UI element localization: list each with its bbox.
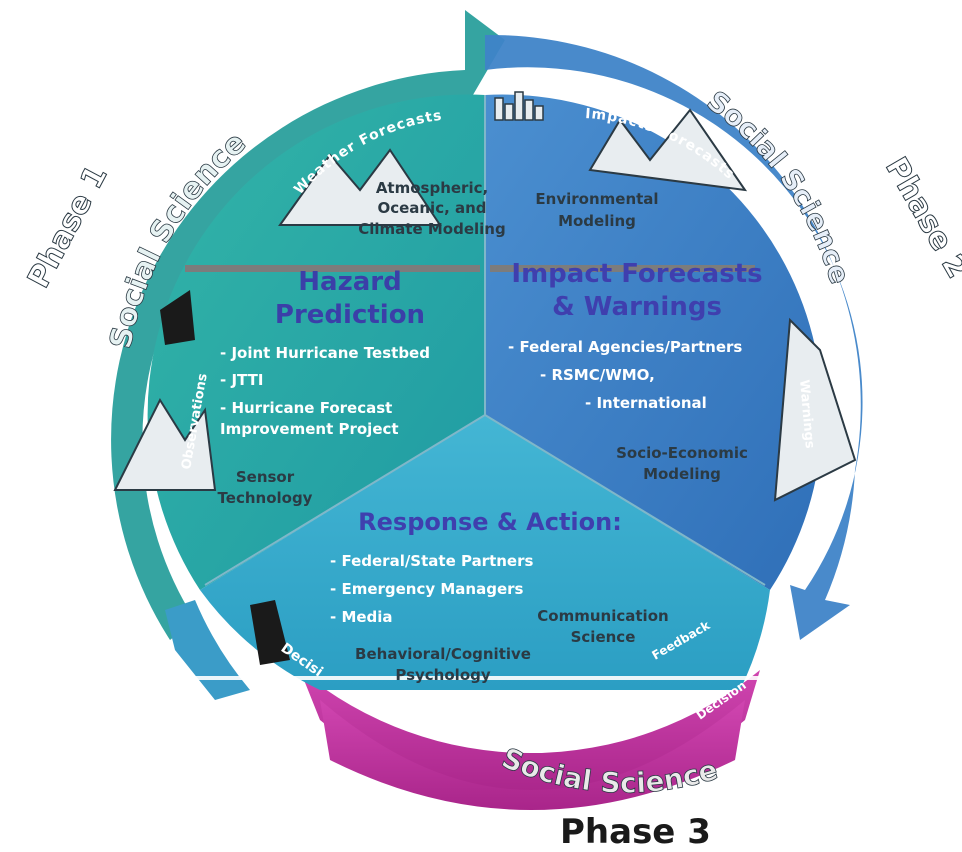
response-science-right-2: Science	[571, 628, 636, 646]
impact-title-2: & Warnings	[552, 292, 722, 322]
warnings-label: Warnings	[796, 379, 817, 449]
phase1-label: Phase 1	[21, 160, 114, 294]
impact-science-top-2: Modeling	[558, 212, 636, 230]
divider-left	[204, 414, 486, 586]
response-science-bottom-2: Psychology	[395, 666, 490, 684]
phase1-arc	[111, 10, 506, 640]
response-science-right-1: Communication	[537, 607, 668, 625]
response-item-1: - Federal/State Partners	[330, 552, 534, 570]
response-sector	[200, 415, 770, 690]
mountain-icon	[773, 317, 857, 502]
impact-science-bottom-1: Socio-Economic	[616, 444, 748, 462]
impact-item-1: - Federal Agencies/Partners	[508, 338, 742, 356]
impact-science-top-1: Environmental	[535, 190, 658, 208]
mountain-icon	[278, 148, 442, 226]
lower-left-arrow	[165, 600, 250, 700]
hazard-item-2: - JTTI	[220, 371, 263, 389]
hazard-science-bottom-2: Technology	[218, 489, 313, 507]
phase2-arc	[485, 34, 863, 640]
mountain-icon	[588, 108, 748, 192]
hazard-item-3: - Hurricane Forecast	[220, 399, 392, 417]
crop-band	[0, 676, 962, 680]
impact-item-3: - International	[585, 394, 707, 412]
response-title: Response & Action:	[358, 508, 622, 536]
hazard-title-2: Prediction	[275, 300, 425, 330]
hazard-science-bottom-1: Sensor	[236, 468, 295, 486]
hazard-science-top-2: Oceanic, and	[377, 199, 486, 217]
response-science-bottom-1: Behavioral/Cognitive	[355, 645, 531, 663]
impact-gray-bar	[490, 265, 755, 272]
hazard-science-top-1: Atmospheric,	[376, 179, 488, 197]
city-icon	[494, 91, 544, 121]
satellite-icon	[160, 290, 290, 665]
hazard-title-1: Hazard	[298, 267, 401, 297]
hazard-gray-bar	[185, 265, 480, 272]
hazard-item-1: - Joint Hurricane Testbed	[220, 344, 430, 362]
phase3-label: Phase 3	[560, 812, 711, 852]
outer-ring	[111, 10, 863, 810]
phase2-label: Phase 2	[878, 152, 962, 285]
impact-title-1: Impact Forecasts	[511, 259, 762, 289]
hazard-item-4: Improvement Project	[220, 420, 399, 438]
impact-science-bottom-2: Modeling	[643, 465, 721, 483]
mountain-icon	[113, 397, 217, 491]
response-item-2: - Emergency Managers	[330, 580, 524, 598]
phase3-arc-band	[320, 700, 745, 810]
response-item-3: - Media	[330, 608, 393, 626]
impact-item-2: - RSMC/WMO,	[540, 366, 655, 384]
hazard-science-top-3: Climate Modeling	[358, 220, 505, 238]
divider-right	[484, 414, 766, 586]
